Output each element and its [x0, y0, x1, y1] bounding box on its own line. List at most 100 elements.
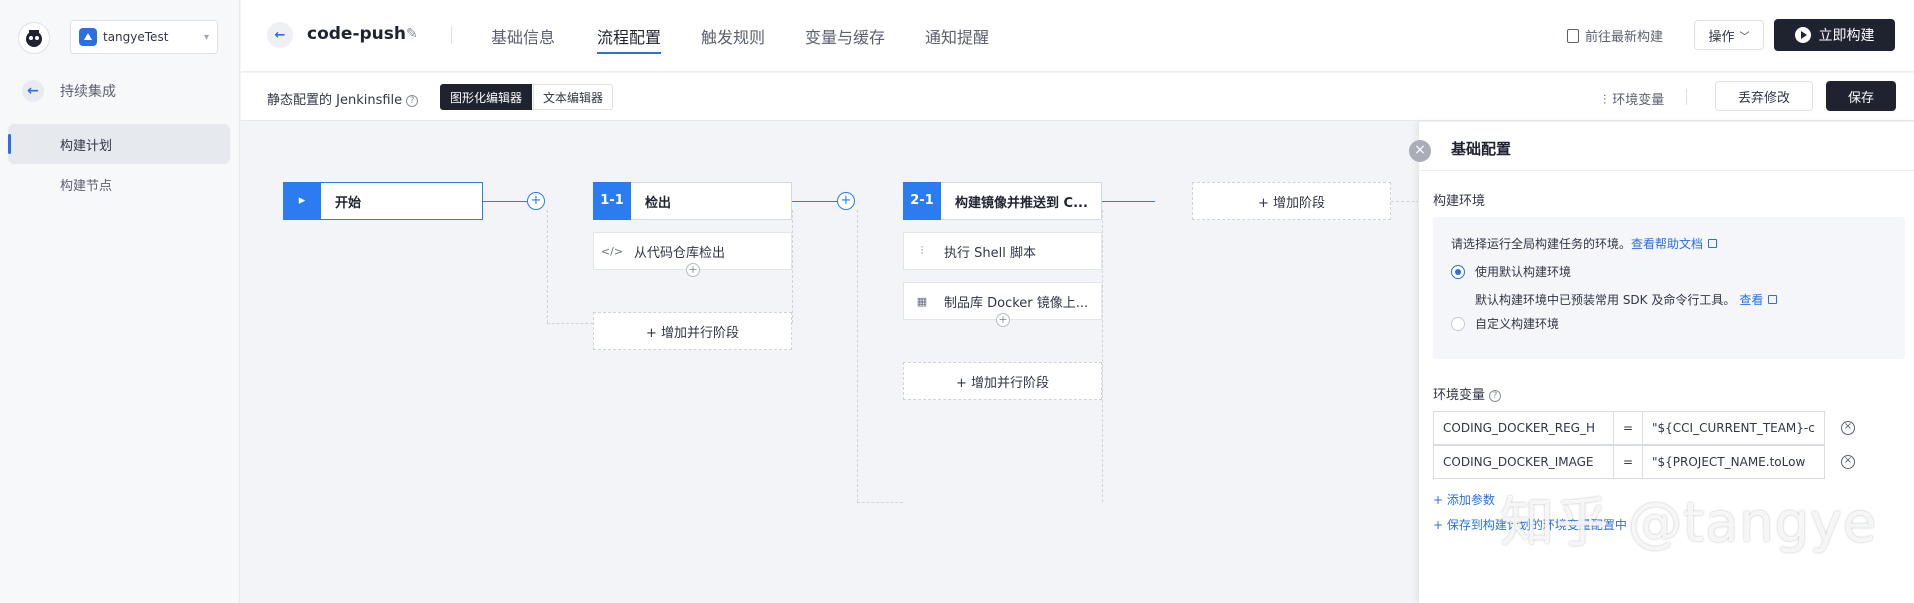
divider	[1419, 170, 1914, 171]
stage-title: 检出	[645, 195, 672, 211]
code-icon: </>	[600, 244, 624, 258]
chevron-down-icon: ﹀	[1739, 31, 1750, 43]
branch-line	[792, 210, 793, 323]
stage-1-1[interactable]: 1-1 检出	[593, 181, 792, 220]
view-link[interactable]: 查看	[1739, 293, 1764, 307]
add-stage-plus-icon[interactable]: +	[527, 192, 545, 210]
editor-toolbar: 静态配置的 Jenkinsfile? 图形化编辑器 文本编辑器 ⫶ 环境变量 丢弃…	[241, 73, 1914, 121]
branch-line	[857, 502, 903, 503]
arrow-left-icon: ←	[22, 80, 44, 102]
back-arrow-icon[interactable]: ←	[267, 22, 293, 48]
basic-config-panel: × 基础配置 构建环境 请选择运行全局构建任务的环境。查看帮助文档 使用默认构建…	[1409, 122, 1914, 603]
add-stage-plus-icon[interactable]: +	[837, 192, 855, 210]
step-label: 执行 Shell 脚本	[944, 245, 1036, 261]
save-to-plan-env-link[interactable]: + 保存到构建计划的环境变量配置中	[1433, 518, 1627, 532]
add-step-plus-icon[interactable]: +	[996, 313, 1010, 327]
add-step-plus-icon[interactable]: +	[686, 263, 700, 277]
edit-icon[interactable]: ✎	[406, 26, 418, 42]
text-editor-toggle[interactable]: 文本编辑器	[533, 84, 614, 110]
chevron-down-icon: ▾	[203, 31, 209, 43]
tab-vars-cache[interactable]: 变量与缓存	[805, 28, 886, 47]
step-shell-script[interactable]: ⫶ 执行 Shell 脚本	[903, 232, 1102, 270]
operations-label: 操作	[1708, 29, 1735, 45]
step-label: 从代码仓库检出	[634, 245, 726, 261]
build-env-box: 请选择运行全局构建任务的环境。查看帮助文档 使用默认构建环境 默认构建环境中已预…	[1433, 217, 1905, 359]
branch-line	[857, 210, 858, 502]
radio-checked[interactable]	[1451, 264, 1465, 279]
project-selector[interactable]: tangyeTest ▾	[70, 20, 218, 54]
branch-line	[547, 323, 593, 324]
sliders-icon: ⫶	[1603, 93, 1607, 108]
env-desc-text: 请选择运行全局构建任务的环境。	[1451, 237, 1632, 251]
env-var-key-input[interactable]: CODING_DOCKER_REG_H	[1433, 411, 1614, 445]
env-var-row: CODING_DOCKER_IMAGE = "${PROJECT_NAME.to…	[1433, 445, 1825, 479]
close-icon[interactable]: ×	[1409, 140, 1431, 162]
env-var-row: CODING_DOCKER_REG_H = "${CCI_CURRENT_TEA…	[1433, 411, 1825, 445]
back-label: 持续集成	[60, 84, 116, 100]
add-parallel-stage-1[interactable]: + 增加并行阶段	[593, 312, 792, 350]
env-var-value-input[interactable]: "${PROJECT_NAME.toLow	[1642, 445, 1825, 479]
start-node[interactable]: ▸ 开始	[283, 181, 483, 220]
tab-flow-config[interactable]: 流程配置	[597, 24, 662, 54]
discard-button[interactable]: 丢弃修改	[1715, 81, 1813, 111]
help-doc-link[interactable]: 查看帮助文档	[1631, 237, 1704, 251]
stage-2-1[interactable]: 2-1 构建镜像并推送到 C...	[903, 181, 1102, 220]
step-label: 制品库 Docker 镜像上...	[944, 295, 1089, 311]
step-checkout[interactable]: </> 从代码仓库检出	[593, 232, 792, 270]
divider	[1686, 89, 1687, 105]
watermark: 知乎 @tangye	[1500, 491, 1878, 554]
default-env-desc: 默认构建环境中已预装常用 SDK 及命令行工具。查看	[1475, 291, 1778, 308]
operations-dropdown[interactable]: 操作 ﹀	[1694, 20, 1764, 50]
coding-logo-icon[interactable]	[18, 22, 50, 54]
remove-icon[interactable]: ×	[1841, 421, 1855, 435]
stage-index: 2-1	[903, 181, 941, 220]
job-title: code-push	[307, 24, 407, 44]
add-parallel-stage-2[interactable]: + 增加并行阶段	[903, 362, 1102, 400]
latest-build-link[interactable]: 前往最新构建	[1567, 26, 1663, 45]
env-vars-section-label: 环境变量?	[1433, 384, 1502, 403]
env-var-operator: =	[1613, 411, 1643, 445]
default-env-option[interactable]: 使用默认构建环境	[1451, 263, 1571, 280]
env-var-value-input[interactable]: "${CCI_CURRENT_TEAM}-c	[1642, 411, 1825, 445]
tab-trigger-rules[interactable]: 触发规则	[701, 28, 766, 47]
connector	[792, 201, 845, 202]
graph-editor-toggle[interactable]: 图形化编辑器	[440, 84, 533, 110]
add-stage-button[interactable]: + 增加阶段	[1192, 182, 1391, 220]
help-icon[interactable]: ?	[1489, 390, 1502, 402]
sidebar-item-build-nodes[interactable]: 构建节点	[8, 164, 230, 204]
header: ← code-push ✎ 基础信息 流程配置 触发规则 变量与缓存 通知提醒 …	[241, 0, 1914, 72]
env-vars-button[interactable]: ⫶ 环境变量	[1603, 89, 1664, 108]
project-icon	[79, 28, 97, 46]
stage-title: 构建镜像并推送到 C...	[955, 195, 1088, 211]
start-label: 开始	[335, 195, 362, 211]
play-icon	[1794, 27, 1811, 43]
env-var-key-input[interactable]: CODING_DOCKER_IMAGE	[1433, 445, 1614, 479]
remove-icon[interactable]: ×	[1841, 455, 1855, 469]
sidebar: tangyeTest ▾ ← 持续集成 构建计划 构建节点	[0, 0, 240, 603]
grid-icon: ▦	[916, 294, 928, 308]
default-env-desc-text: 默认构建环境中已预装常用 SDK 及命令行工具。	[1475, 293, 1736, 307]
static-config-text: 静态配置的 Jenkinsfile	[267, 93, 403, 108]
env-var-operator: =	[1613, 445, 1643, 479]
custom-env-option[interactable]: 自定义构建环境	[1451, 315, 1559, 332]
help-icon[interactable]: ?	[406, 95, 419, 107]
save-button[interactable]: 保存	[1826, 81, 1896, 111]
project-name: tangyeTest	[103, 30, 169, 44]
branch-line	[1102, 210, 1103, 502]
divider	[451, 26, 452, 44]
radio-unchecked[interactable]	[1451, 316, 1465, 331]
play-icon: ▸	[283, 181, 321, 220]
connector	[483, 201, 536, 202]
build-now-button[interactable]: 立即构建	[1774, 19, 1895, 51]
add-param-link[interactable]: + 添加参数	[1433, 493, 1495, 507]
env-vars-label: 环境变量	[1612, 93, 1665, 108]
sidebar-item-label: 构建计划	[60, 138, 113, 154]
sidebar-item-build-plans[interactable]: 构建计划	[8, 124, 230, 164]
tab-basic-info[interactable]: 基础信息	[491, 28, 556, 47]
connector	[1102, 201, 1155, 202]
back-to-ci[interactable]: ← 持续集成	[22, 80, 116, 102]
stage-index: 1-1	[593, 181, 631, 220]
external-link-icon	[1768, 295, 1778, 304]
tab-notifications[interactable]: 通知提醒	[925, 28, 990, 47]
static-config-label: 静态配置的 Jenkinsfile?	[267, 89, 419, 108]
